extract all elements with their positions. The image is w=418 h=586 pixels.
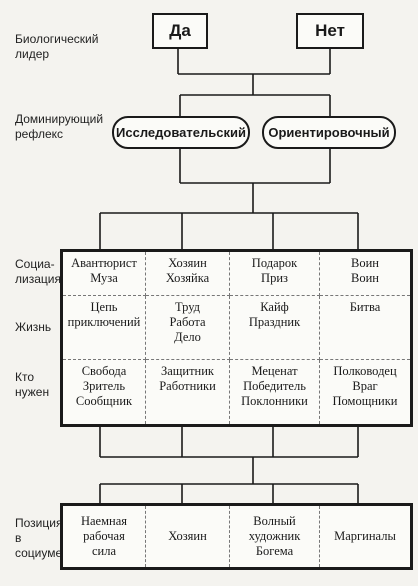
reflex-orienting-pill: Ориентировочный — [262, 116, 396, 149]
cell-line: Сообщник — [75, 394, 133, 408]
row-label-socialization: Социа- лизация — [15, 257, 61, 287]
label-line: социуме — [15, 546, 63, 560]
label-line: лизация — [15, 272, 61, 286]
cell-line: Хозяйка — [165, 271, 210, 285]
reflex-exploratory-label: Исследовательский — [116, 125, 246, 140]
cell-line: Кайф — [260, 300, 289, 314]
label-line: Доминирующий — [15, 112, 104, 126]
cell-line: Труд — [174, 300, 201, 314]
cell-line: Дело — [174, 330, 201, 344]
cell-line: Маргиналы — [334, 529, 396, 543]
reflex-exploratory-pill: Исследовательский — [112, 116, 250, 149]
label-line: Социа- — [15, 257, 55, 271]
leader-yes-label: Да — [169, 21, 191, 40]
label-line: Биологический — [15, 32, 99, 46]
cell-line: рабочая — [83, 529, 125, 543]
row-label-life: Жизнь — [15, 320, 51, 335]
cell-line: Приз — [261, 271, 288, 285]
leader-yes-box: Да — [152, 13, 208, 49]
grid-cell: Маргиналы — [319, 504, 412, 569]
cell-line: Подарок — [251, 256, 298, 270]
cell-line: Битва — [349, 300, 381, 314]
cell-line: Поклонники — [241, 394, 308, 408]
cell-line: Помощники — [332, 394, 398, 408]
cell-line: Волный — [253, 514, 296, 528]
row-label-who-needed: Кто нужен — [15, 370, 49, 400]
grid-cell: Битва — [319, 295, 412, 360]
cell-line: Работники — [159, 379, 216, 393]
cell-line: Воин — [351, 256, 379, 270]
reflex-orienting-label: Ориентировочный — [268, 125, 390, 140]
cell-line: Богема — [255, 544, 294, 558]
row-label-dominant-reflex: Доминирующий рефлекс — [15, 112, 103, 142]
cell-line: Праздник — [248, 315, 301, 329]
cell-line: приключений — [67, 315, 141, 329]
label-line: Жизнь — [15, 320, 52, 334]
cell-line: Воин — [351, 271, 379, 285]
cell-line: сила — [91, 544, 117, 558]
cell-line: Свобода — [81, 364, 127, 378]
cell-line: Муза — [90, 271, 118, 285]
cell-line: Враг — [352, 379, 378, 393]
label-line: рефлекс — [15, 127, 64, 141]
cell-line: Победитель — [243, 379, 306, 393]
cell-line: Защитник — [160, 364, 215, 378]
cell-line: Авантюрист — [71, 256, 137, 270]
cell-line: Работа — [169, 315, 206, 329]
cell-line: Цепь — [90, 300, 118, 314]
label-line: Позиция — [15, 516, 63, 530]
label-line: Кто — [15, 370, 35, 384]
cell-line: Наемная — [80, 514, 128, 528]
row-label-biological-leader: Биологический лидер — [15, 32, 98, 62]
row-label-position: Позиция в социуме — [15, 516, 62, 561]
cell-line: художник — [248, 529, 301, 543]
grid-cell: Хозяин — [145, 504, 230, 569]
leader-no-box: Нет — [296, 13, 364, 49]
label-line: в — [15, 531, 22, 545]
label-line: лидер — [15, 47, 50, 61]
cell-line: Хозяин — [168, 529, 207, 543]
cell-line: Зритель — [82, 379, 126, 393]
cell-line: Хозяин — [168, 256, 207, 270]
cell-line: Меценат — [251, 364, 298, 378]
leader-no-label: Нет — [315, 21, 345, 40]
cell-line: Полководец — [333, 364, 397, 378]
label-line: нужен — [15, 385, 50, 399]
